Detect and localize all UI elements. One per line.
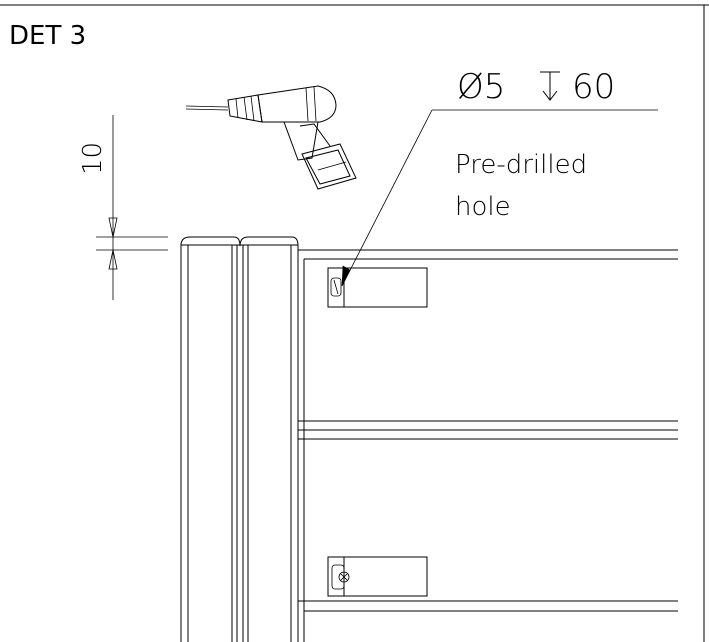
bottom-rail (298, 600, 678, 612)
detail-label: DET 3 (9, 21, 86, 51)
note-line-2: hole (455, 192, 511, 222)
drawing-frame (0, 4, 709, 642)
top-rail (298, 249, 678, 642)
vertical-dimension: 10 (78, 115, 168, 300)
depth-symbol-icon (540, 71, 560, 101)
hole-diameter: Ø5 (457, 67, 505, 107)
drill-icon (185, 85, 357, 190)
dimension-value: 10 (78, 142, 108, 175)
middle-rail (298, 420, 678, 440)
lower-hole-slot (327, 556, 428, 597)
upper-hole-slot (327, 267, 428, 308)
hole-spec: Ø5 60 (457, 67, 615, 107)
vertical-post (180, 236, 299, 642)
hole-depth: 60 (572, 67, 615, 107)
note-line-1: Pre-drilled (455, 150, 587, 180)
